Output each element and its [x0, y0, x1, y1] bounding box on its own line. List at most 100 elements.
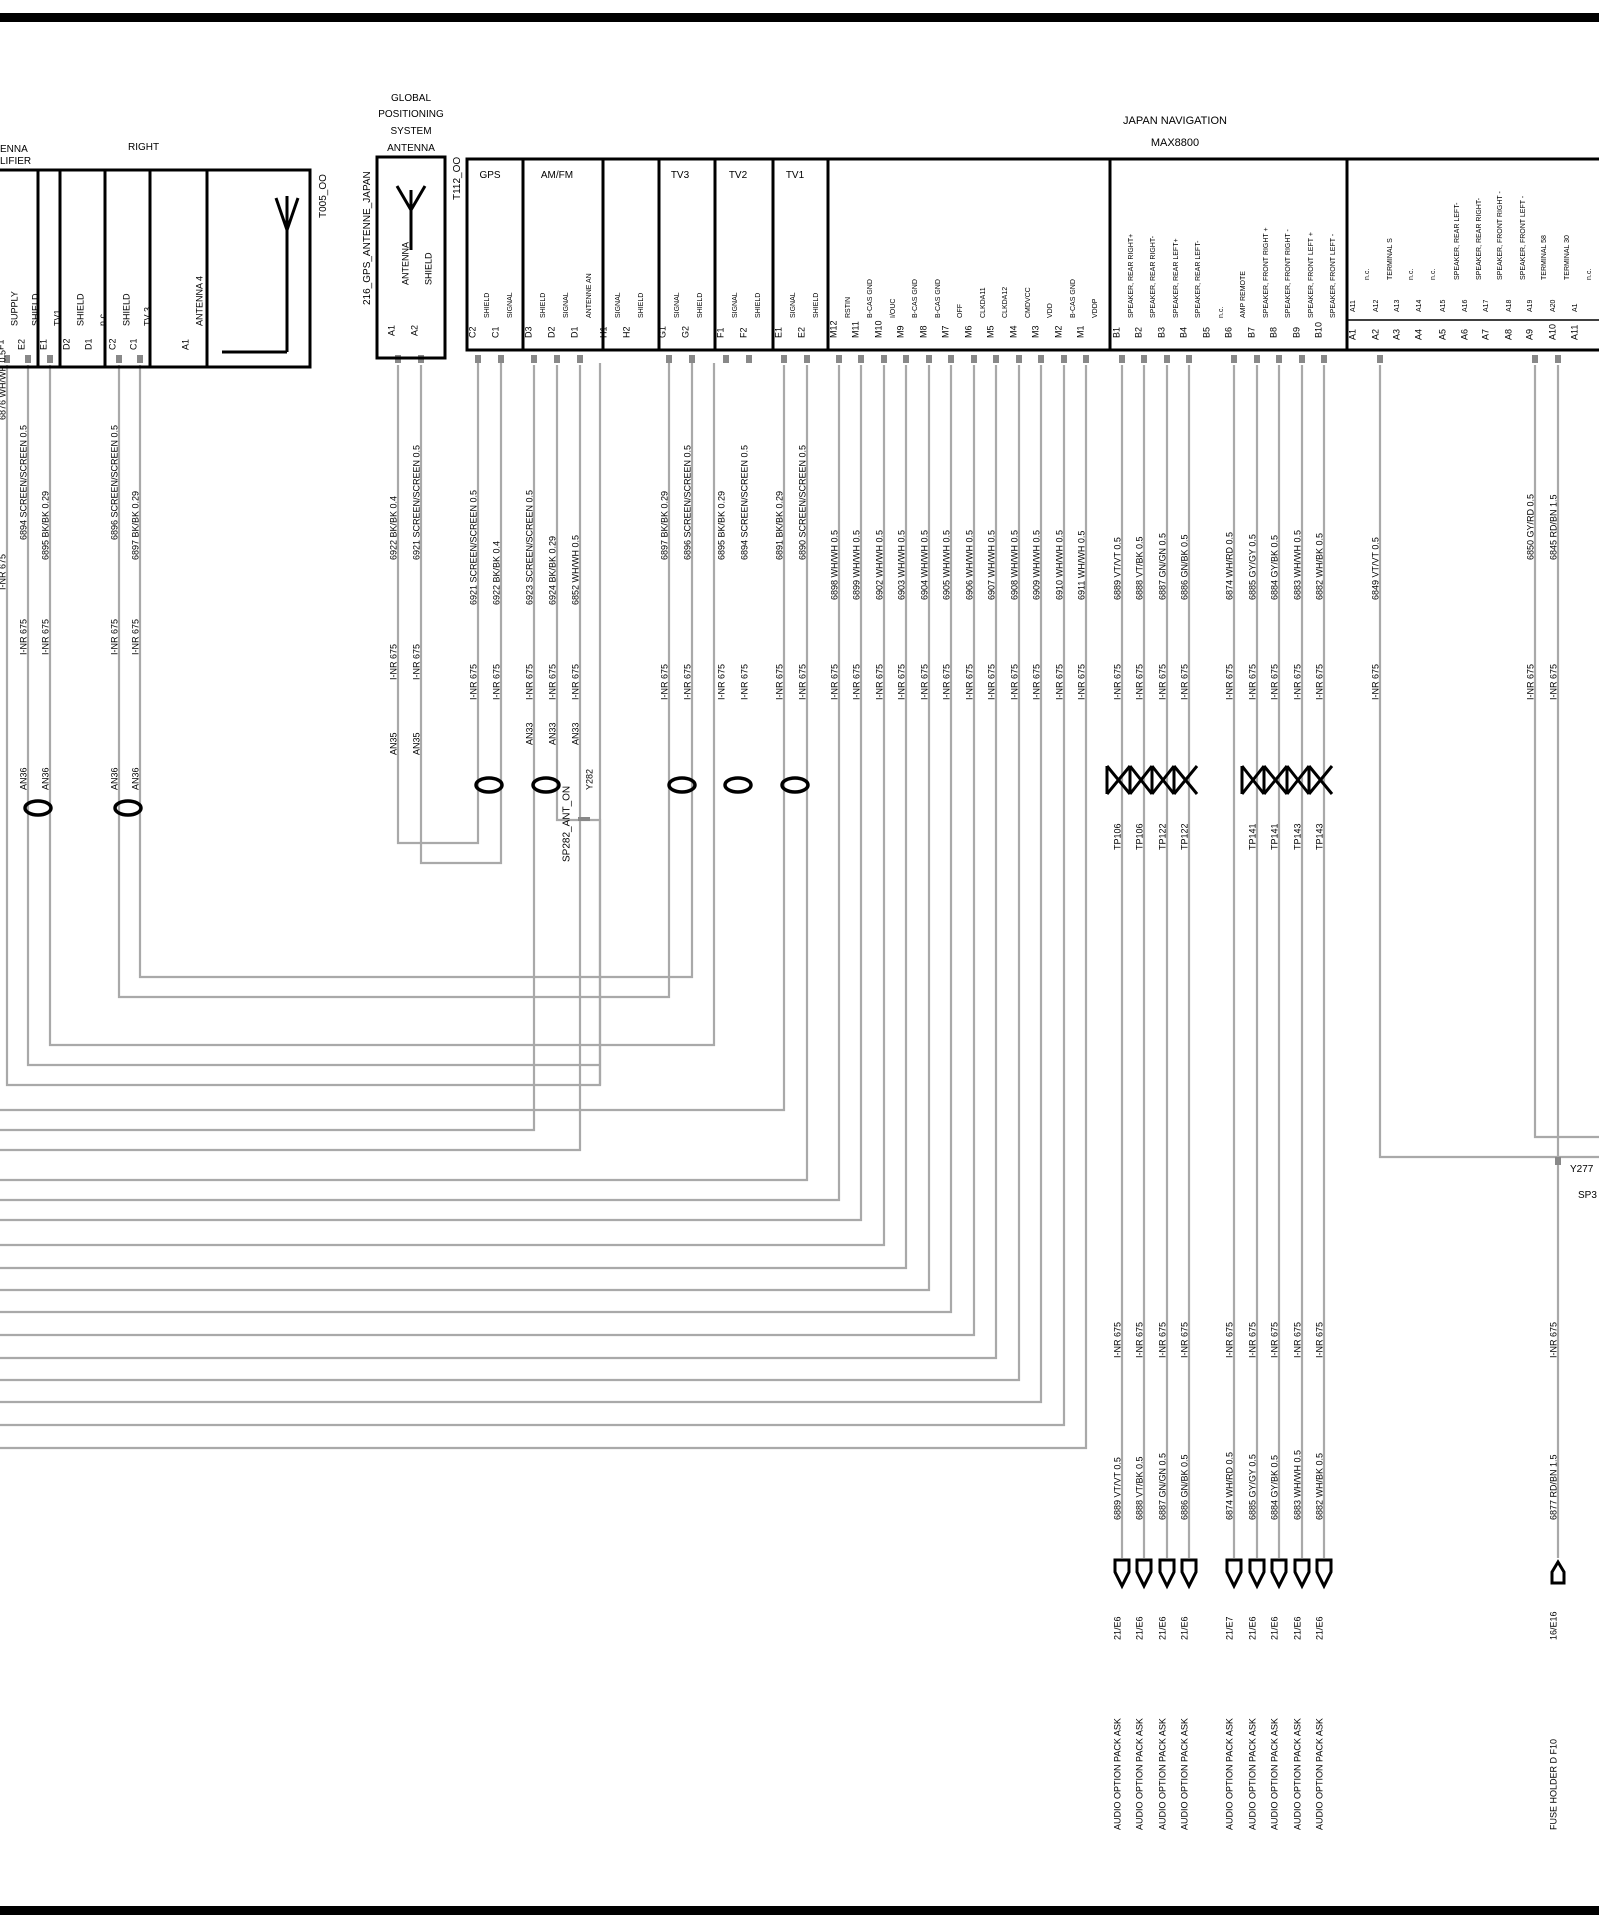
pin-number: A4	[1413, 329, 1423, 340]
pin-name: TERMINAL 30	[1564, 235, 1571, 280]
pin-name: n.c.	[97, 311, 107, 326]
pin-number: D1	[569, 326, 579, 338]
pin-number: M2	[1053, 325, 1063, 338]
twist-label: TP122	[1157, 823, 1167, 850]
pin-name: SHIELD	[697, 293, 704, 318]
connector-arrow-icon	[1293, 1558, 1311, 1590]
pin-name: n.c.	[1408, 269, 1415, 280]
destination-label: AUDIO OPTION PACK ASK	[1314, 1718, 1324, 1830]
wire-ref: I-NR 675	[130, 619, 140, 655]
bottom-label: 6889 VT/VT 0.5	[1112, 1457, 1122, 1520]
pin-name: SPEAKER, REAR RIGHT-	[1476, 197, 1483, 280]
pin-stub	[498, 355, 504, 363]
destination-label: AUDIO OPTION PACK ASK	[1179, 1718, 1189, 1830]
gps-title-1: GLOBAL	[391, 93, 431, 104]
wire-label: 6907 WH/WH 0.5	[986, 530, 996, 600]
pin-stub	[577, 355, 583, 363]
pin-stub	[1231, 355, 1237, 363]
twist-label: TP141	[1269, 823, 1279, 850]
pin-number: A15	[1440, 299, 1447, 312]
pin-number: M10	[873, 320, 883, 338]
wire-label: 6906 WH/WH 0.5	[964, 530, 974, 600]
destination-label: AUDIO OPTION PACK ASK	[1247, 1718, 1257, 1830]
shield-label: AN35	[388, 732, 398, 755]
wire-ref: I-NR 675	[1292, 664, 1302, 700]
wire-ref: I-NR 675	[1525, 664, 1535, 700]
pin-number: A6	[1459, 329, 1469, 340]
wire-ref: I-NR 675	[411, 644, 421, 680]
connector-arrow-icon	[1315, 1558, 1333, 1590]
twist-label: TP143	[1292, 823, 1302, 850]
page-ref: 21/E7	[1224, 1616, 1234, 1640]
pin-name: SHIELD	[423, 252, 433, 285]
pin-name: SIGNAL	[563, 292, 570, 318]
gps-title-4: ANTENNA	[387, 143, 435, 154]
pin-stub	[723, 355, 729, 363]
pin-name: ANTENNA 4	[194, 276, 204, 326]
shield-label: AN36	[109, 767, 119, 790]
wire-ref: I-NR 675	[0, 554, 7, 590]
pin-stub	[1299, 355, 1305, 363]
page-ref: 21/E6	[1179, 1616, 1189, 1640]
pin-number: B8	[1268, 327, 1278, 338]
pin-name: B-CAS GND	[867, 279, 874, 318]
destination-label: AUDIO OPTION PACK ASK	[1269, 1718, 1279, 1830]
twist-label: TP106	[1112, 823, 1122, 850]
group-label: AM/FM	[541, 170, 573, 181]
amplifier-title-2: LIFIER	[0, 156, 31, 167]
destination-label: AUDIO OPTION PACK ASK	[1134, 1718, 1144, 1830]
wire-long	[0, 365, 1066, 1427]
wire-ref: I-NR 675	[524, 664, 534, 700]
wire-long	[0, 365, 931, 1292]
wire-label: 6887 GN/GN 0.5	[1157, 533, 1167, 600]
shield-oval	[531, 776, 561, 794]
connector-arrow-icon	[1270, 1558, 1288, 1590]
page-ref: 21/E6	[1269, 1616, 1279, 1640]
pin-name: TERMINAL S	[1387, 238, 1394, 280]
pin-number: A1	[1572, 303, 1579, 312]
twisted-pair-symbol	[1128, 765, 1154, 795]
pin-stub	[531, 355, 537, 363]
wire-ref: I-NR 675	[1054, 664, 1064, 700]
pin-number: F1	[0, 339, 5, 350]
wire-long	[0, 365, 998, 1360]
wire-ref: I-NR 675	[1076, 664, 1086, 700]
wire-ref: I-NR 675	[1314, 664, 1324, 700]
pin-number: E2	[16, 339, 26, 350]
wire-ref: I-NR 675	[1009, 664, 1019, 700]
label-layer: F1SUPPLYE2SHIELDE1TV1D2SHIELDD1n.c.C2SHI…	[0, 170, 1597, 1830]
wire-ref: I-NR 675	[1031, 664, 1041, 700]
wire-label: 6897 BK/BK 0.29	[659, 491, 669, 560]
wire-ref: I-NR 675	[491, 664, 501, 700]
pin-number: M7	[940, 325, 950, 338]
pin-number: A11	[1569, 325, 1579, 340]
pin-number: F1	[715, 327, 725, 338]
pin-stub	[689, 355, 695, 363]
wire-ref: I-NR 675	[1269, 664, 1279, 700]
wire-layer	[0, 363, 1599, 1558]
pin-name: SPEAKER, REAR LEFT-	[1454, 202, 1461, 280]
wire-long	[0, 365, 1043, 1404]
shield-label: AN33	[570, 722, 580, 745]
twisted-pair-symbol	[1105, 765, 1132, 795]
pin-number: A2	[409, 325, 419, 336]
pin-name: SHIELD	[755, 293, 762, 318]
pin-name: SPEAKER, REAR LEFT-	[1195, 240, 1202, 318]
pin-stub	[746, 355, 752, 363]
twist-label: TP106	[1134, 823, 1144, 850]
pin-number: G1	[657, 326, 667, 338]
pin-name: SIGNAL	[615, 292, 622, 318]
bottom-ref: I-NR 675	[1112, 1322, 1122, 1358]
nav-title: JAPAN NAVIGATION	[1123, 115, 1227, 127]
pin-number: M9	[895, 325, 905, 338]
connector-arrow-icon	[1550, 1559, 1566, 1585]
pin-number: B9	[1291, 327, 1301, 338]
wire-label: 6890 SCREEN/SCREEN 0.5	[797, 445, 807, 560]
pin-number: A16	[1462, 299, 1469, 312]
shield-label: AN33	[547, 722, 557, 745]
pin-number: A14	[1416, 299, 1423, 312]
wire-ref: I-NR 675	[1134, 664, 1144, 700]
wire-label: 6895 BK/BK 0.29	[40, 491, 50, 560]
pin-number: B4	[1178, 327, 1188, 338]
wire-long	[0, 365, 786, 1112]
